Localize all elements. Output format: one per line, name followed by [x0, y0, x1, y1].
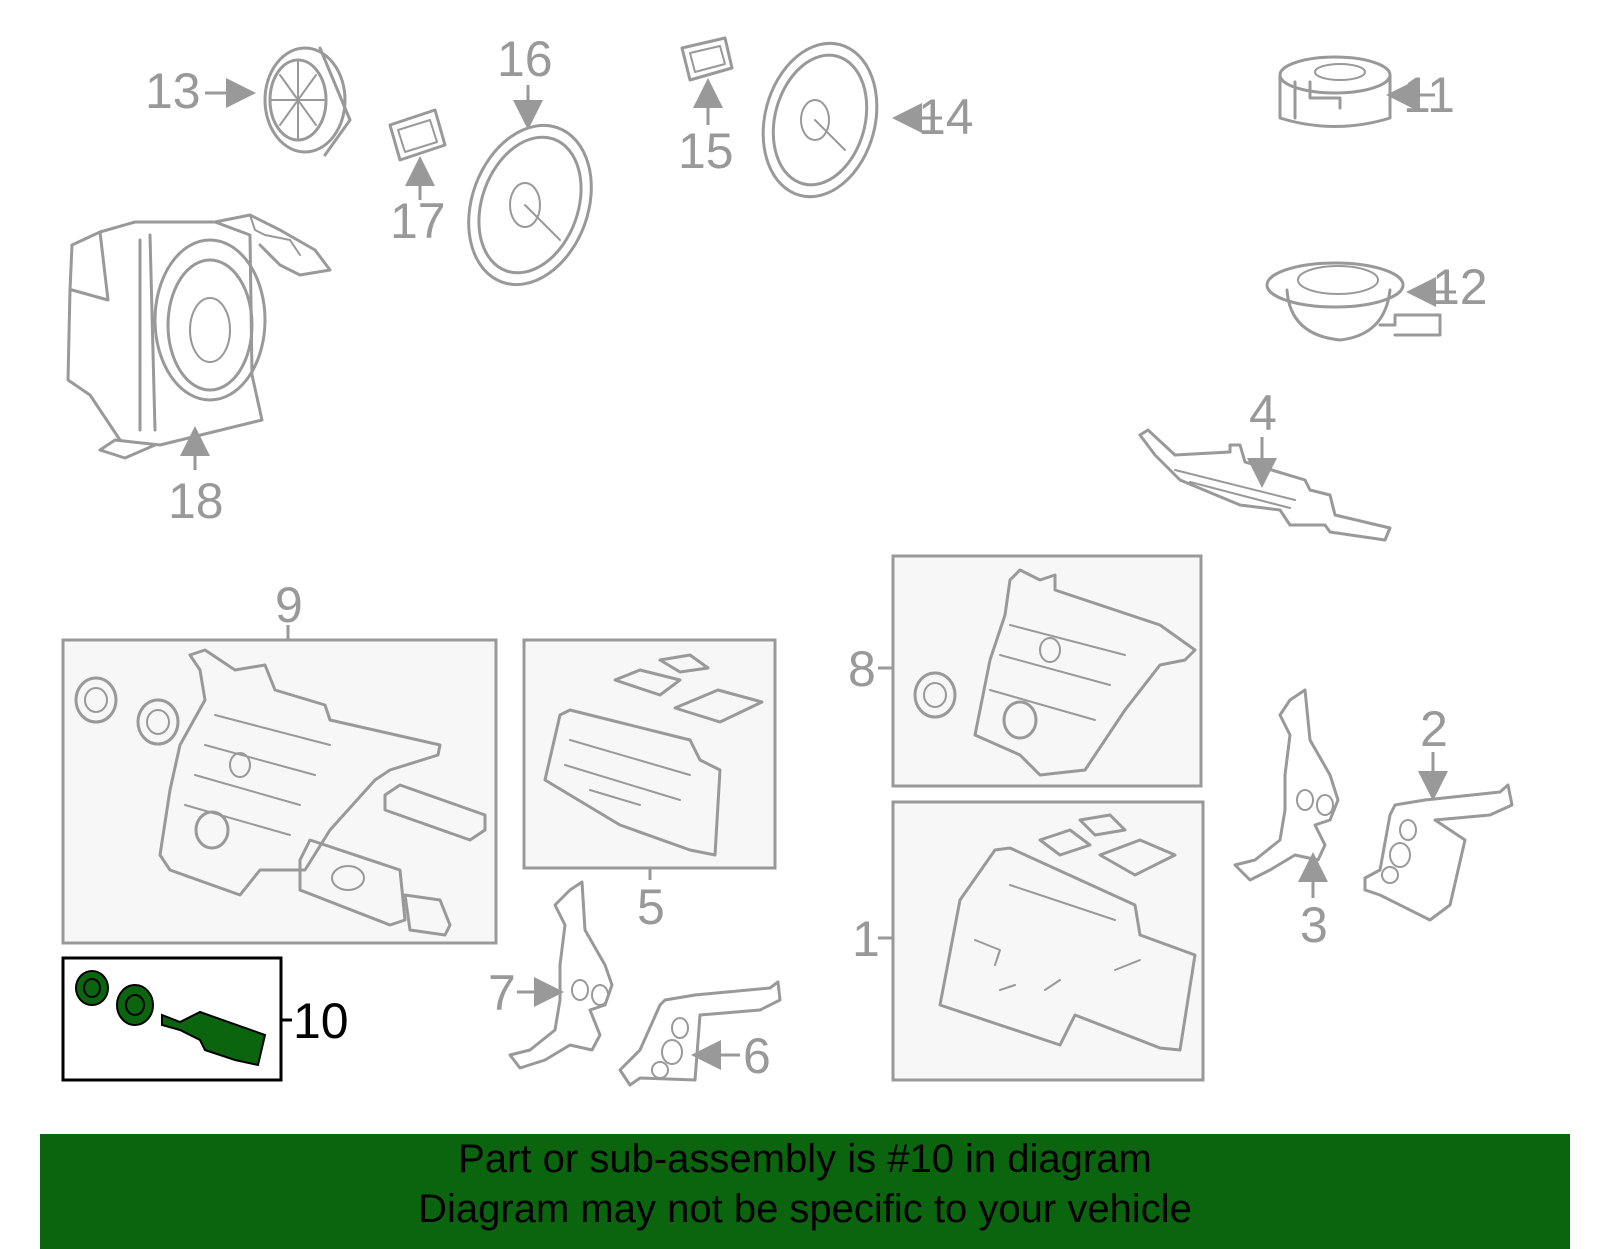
- callout-7: 7: [488, 965, 516, 1021]
- part-15-grommet[interactable]: [680, 36, 734, 82]
- callout-15: 15: [678, 123, 734, 179]
- part-17-grommet[interactable]: [388, 108, 447, 162]
- part-12-speaker[interactable]: [1265, 261, 1442, 342]
- part-13-speaker[interactable]: [263, 46, 352, 157]
- callout-17: 17: [390, 193, 446, 249]
- banner-line-1: Part or sub-assembly is #10 in diagram: [458, 1137, 1152, 1181]
- part-14-speaker[interactable]: [747, 30, 894, 209]
- part-8-assembly-box[interactable]: [891, 554, 1203, 788]
- part-3-bracket[interactable]: [1233, 688, 1340, 882]
- callout-4: 4: [1249, 385, 1277, 441]
- callout-10: 10: [293, 993, 349, 1049]
- callout-14: 14: [918, 89, 974, 145]
- part-5-assembly-box[interactable]: [522, 638, 777, 870]
- part-11-tweeter[interactable]: [1278, 55, 1392, 128]
- part-7-bracket[interactable]: [508, 880, 614, 1070]
- banner-line-2: Diagram may not be specific to your vehi…: [418, 1187, 1192, 1231]
- part-16-speaker[interactable]: [447, 108, 612, 302]
- callout-12: 12: [1432, 259, 1488, 315]
- callout-13: 13: [145, 63, 201, 119]
- callout-11: 11: [1403, 67, 1455, 123]
- part-18-subwoofer[interactable]: [66, 213, 332, 460]
- callout-8: 8: [848, 641, 876, 697]
- callout-3: 3: [1300, 897, 1328, 953]
- callout-9: 9: [275, 577, 303, 633]
- callout-16: 16: [497, 31, 553, 87]
- part-1-assembly-box[interactable]: [891, 800, 1205, 1082]
- callout-2: 2: [1420, 701, 1448, 757]
- callout-18: 18: [168, 473, 224, 529]
- callout-1: 1: [852, 911, 880, 967]
- part-10-highlighted-box[interactable]: [61, 956, 283, 1082]
- part-2-bracket[interactable]: [1363, 783, 1514, 922]
- callout-6: 6: [743, 1028, 771, 1084]
- part-4-bracket[interactable]: [1138, 428, 1392, 542]
- info-banner: Part or sub-assembly is #10 in diagram D…: [40, 1134, 1570, 1249]
- callout-5: 5: [637, 879, 665, 935]
- part-9-assembly-box[interactable]: [61, 638, 498, 945]
